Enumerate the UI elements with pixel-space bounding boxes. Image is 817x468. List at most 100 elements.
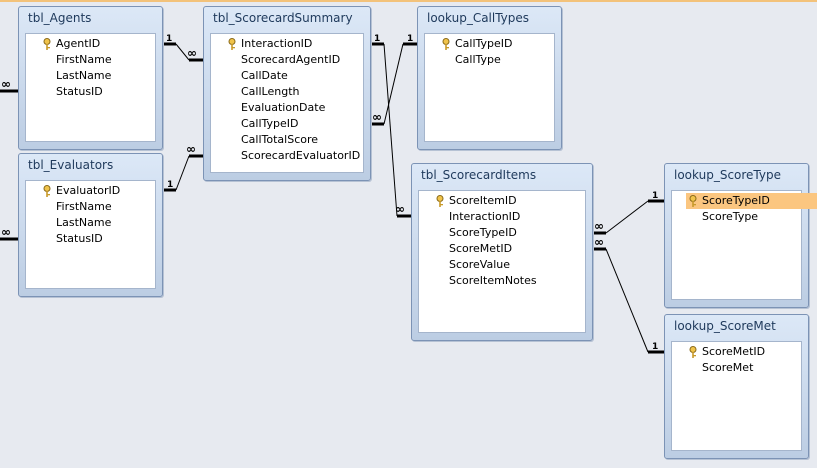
field-row[interactable]: ScoreMetID	[419, 241, 585, 257]
cardinality-many-label: ∞	[1, 77, 11, 91]
field-row[interactable]: InteractionID	[419, 209, 585, 225]
field-list[interactable]: ScoreItemID InteractionID ScoreTypeID Sc…	[418, 190, 586, 333]
cardinality-many-label: ∞	[594, 219, 604, 233]
field-name: ScoreTypeID	[702, 194, 770, 207]
table-lookup-calltypes[interactable]: lookup_CallTypes CallTypeID CallType	[417, 6, 562, 150]
field-name: ScoreMet	[702, 361, 754, 374]
field-name: ScoreMetID	[449, 242, 513, 255]
field-name: ScorecardAgentID	[241, 53, 341, 66]
field-name: FirstName	[56, 53, 112, 66]
field-name: CallTypeID	[455, 37, 513, 50]
table-title[interactable]: tbl_Evaluators	[28, 158, 114, 172]
relationship-scoretype-items: ∞ 1	[592, 191, 664, 235]
relationship-scoremet-items: ∞ 1	[592, 235, 664, 354]
relationship-calltypes-summary: ∞ 1	[370, 34, 417, 126]
field-list[interactable]: AgentID FirstName LastName StatusID	[25, 33, 156, 142]
table-title[interactable]: tbl_ScorecardItems	[421, 168, 537, 182]
table-title[interactable]: lookup_ScoreMet	[674, 319, 776, 333]
field-name: CallTotalScore	[241, 133, 319, 146]
table-tbl-agents[interactable]: tbl_Agents AgentID FirstName LastName St…	[18, 6, 163, 150]
field-name: CallLength	[241, 85, 300, 98]
field-row[interactable]: ScoreTypeID	[419, 225, 585, 241]
field-name: CallTypeID	[241, 117, 299, 130]
field-row[interactable]: EvaluatorID	[26, 183, 155, 199]
field-row[interactable]: ScoreMet	[672, 360, 801, 376]
field-row[interactable]: CallTypeID	[211, 116, 363, 132]
table-title[interactable]: lookup_CallTypes	[427, 11, 530, 25]
field-name: AgentID	[56, 37, 101, 50]
field-row[interactable]: StatusID	[26, 84, 155, 100]
field-name: ScoreValue	[449, 258, 511, 271]
relationship-line	[383, 43, 398, 217]
table-title[interactable]: tbl_ScorecardSummary	[213, 11, 353, 25]
field-row[interactable]: ScoreItemID	[419, 193, 585, 209]
field-row[interactable]: ScorecardAgentID	[211, 52, 363, 68]
field-row[interactable]: LastName	[26, 215, 155, 231]
field-row[interactable]: InteractionID	[211, 36, 363, 52]
relationship-evaluators-summary: 1 ∞	[162, 142, 203, 192]
selection-highlight: ScoreTypeID	[686, 193, 817, 209]
relationship-line	[175, 43, 190, 61]
field-name: ScoreItemID	[449, 194, 517, 207]
table-tbl-scorecardsummary[interactable]: tbl_ScorecardSummary InteractionID Score…	[203, 6, 371, 181]
field-name: CallDate	[241, 69, 288, 82]
field-name: LastName	[56, 69, 112, 82]
field-row[interactable]: FirstName	[26, 52, 155, 68]
top-accent-line	[0, 0, 817, 2]
field-row[interactable]: StatusID	[26, 231, 155, 247]
field-row[interactable]: CallDate	[211, 68, 363, 84]
field-row[interactable]: LastName	[26, 68, 155, 84]
field-row[interactable]: EvaluationDate	[211, 100, 363, 116]
field-row[interactable]: ScoreMetID	[672, 344, 801, 360]
table-lookup-scoretype[interactable]: lookup_ScoreType ScoreTypeID ScoreType	[664, 163, 817, 308]
relationship-summary-items: 1 ∞	[370, 34, 411, 218]
field-row[interactable]: CallType	[425, 52, 554, 68]
primary-key-icon	[689, 195, 697, 207]
field-name: ScorecardEvaluatorID	[241, 149, 361, 162]
field-row[interactable]: ScoreItemNotes	[419, 273, 585, 289]
field-row[interactable]: CallLength	[211, 84, 363, 100]
primary-key-icon	[442, 38, 450, 50]
cardinality-one-label: 1	[652, 342, 658, 352]
field-row[interactable]: ScoreType	[672, 209, 801, 225]
field-list[interactable]: CallTypeID CallType	[424, 33, 555, 142]
field-name: EvaluatorID	[56, 184, 121, 197]
relationship-line	[175, 155, 190, 191]
field-row[interactable]: CallTotalScore	[211, 132, 363, 148]
relationship-left-evaluators: ∞	[0, 225, 18, 241]
primary-key-icon	[689, 346, 697, 358]
cardinality-one-label: 1	[167, 180, 173, 190]
cardinality-many-label: ∞	[1, 225, 11, 239]
primary-key-icon	[228, 38, 236, 50]
table-tbl-scorecarditems[interactable]: tbl_ScorecardItems ScoreItemID Interacti…	[411, 163, 593, 341]
field-name: ScoreMetID	[702, 345, 766, 358]
cardinality-many-label: ∞	[186, 142, 196, 156]
field-row[interactable]: AgentID	[26, 36, 155, 52]
table-tbl-evaluators[interactable]: tbl_Evaluators EvaluatorID FirstName Las…	[18, 153, 163, 297]
field-name: InteractionID	[449, 210, 521, 223]
table-title[interactable]: tbl_Agents	[28, 11, 92, 25]
field-name: LastName	[56, 216, 112, 229]
field-row[interactable]: CallTypeID	[425, 36, 554, 52]
cardinality-many-label: ∞	[594, 235, 604, 249]
field-name: StatusID	[56, 232, 103, 245]
field-name: StatusID	[56, 85, 103, 98]
cardinality-one-label: 1	[652, 191, 658, 201]
field-row[interactable]: ScorecardEvaluatorID	[211, 148, 363, 164]
cardinality-one-label: 1	[166, 34, 172, 44]
cardinality-many-label: ∞	[187, 46, 197, 60]
field-row[interactable]: FirstName	[26, 199, 155, 215]
primary-key-icon	[43, 185, 51, 197]
field-name: ScoreType	[702, 210, 759, 223]
field-list[interactable]: InteractionID ScorecardAgentID CallDate …	[210, 33, 364, 173]
field-row-selected[interactable]: ScoreTypeID	[672, 193, 817, 209]
field-row[interactable]: ScoreValue	[419, 257, 585, 273]
table-lookup-scoremet[interactable]: lookup_ScoreMet ScoreMetID ScoreMet	[664, 314, 809, 459]
field-list[interactable]: ScoreTypeID ScoreType	[671, 190, 817, 300]
field-name: EvaluationDate	[241, 101, 326, 114]
field-list[interactable]: EvaluatorID FirstName LastName StatusID	[25, 180, 156, 289]
cardinality-one-label: 1	[407, 34, 413, 44]
table-title[interactable]: lookup_ScoreType	[674, 168, 781, 182]
field-name: CallType	[455, 53, 501, 66]
field-list[interactable]: ScoreMetID ScoreMet	[671, 341, 802, 451]
